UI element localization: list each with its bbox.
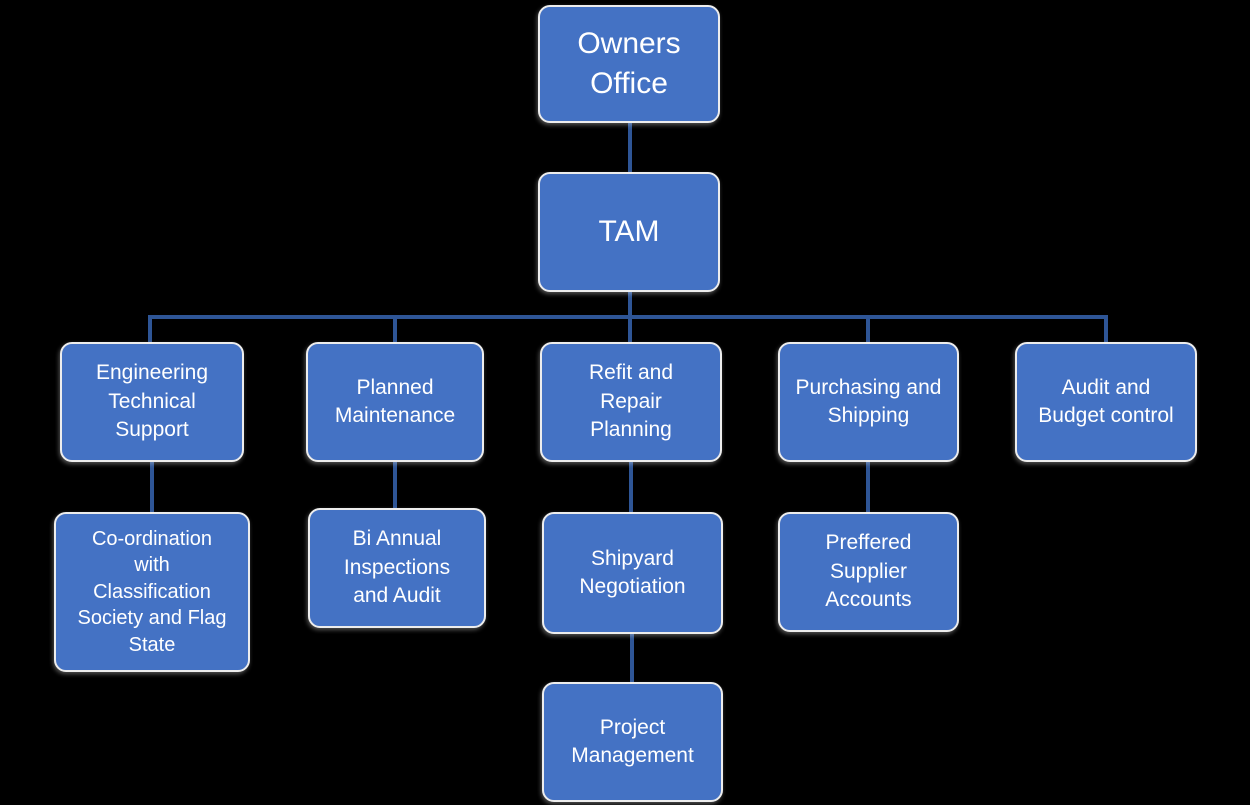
node-project-label: Project Management: [571, 715, 694, 767]
node-tam-label: TAM: [598, 214, 660, 248]
node-engineering-technical-support: Engineering Technical Support: [60, 342, 244, 462]
connector-bus-engineering: [148, 315, 152, 342]
connector-planned-biannual: [393, 462, 397, 508]
node-owners-office-label: Owners Office: [577, 26, 681, 101]
node-coordination-classification: Co-ordination with Classification Societ…: [54, 512, 250, 672]
node-preffered-label: Preffered Supplier Accounts: [825, 531, 912, 612]
node-engineering-label: Engineering Technical Support: [95, 361, 209, 442]
node-bi-annual-label: Bi Annual Inspections and Audit: [343, 527, 451, 608]
node-owners-office: Owners Office: [538, 5, 720, 123]
connector-bus-planned: [393, 315, 397, 342]
node-bi-annual-inspections: Bi Annual Inspections and Audit: [308, 508, 486, 628]
node-audit-label: Audit and Budget control: [1038, 375, 1174, 427]
connector-owners-tam: [628, 123, 632, 172]
connector-bus-audit: [1104, 315, 1108, 342]
node-refit-repair-planning: Refit and Repair Planning: [540, 342, 722, 462]
connector-bus-purchasing: [866, 315, 870, 342]
connector-shipyard-project: [630, 634, 634, 682]
node-planned-label: Planned Maintenance: [334, 375, 456, 427]
node-purchasing-shipping: Purchasing and Shipping: [778, 342, 959, 462]
node-audit-budget-control: Audit and Budget control: [1015, 342, 1197, 462]
node-refit-label: Refit and Repair Planning: [588, 361, 674, 442]
node-coordination-label: Co-ordination with Classification Societ…: [77, 528, 227, 656]
node-planned-maintenance: Planned Maintenance: [306, 342, 484, 462]
connector-purchasing-preffered: [866, 462, 870, 512]
connector-engineering-coordination: [150, 462, 154, 512]
node-tam: TAM: [538, 172, 720, 292]
connector-refit-shipyard: [629, 462, 633, 512]
node-project-management: Project Management: [542, 682, 723, 802]
connector-bus-horizontal: [148, 315, 1108, 319]
node-preffered-supplier-accounts: Preffered Supplier Accounts: [778, 512, 959, 632]
node-shipyard-negotiation: Shipyard Negotiation: [542, 512, 723, 634]
node-shipyard-label: Shipyard Negotiation: [579, 546, 686, 598]
node-purchasing-label: Purchasing and Shipping: [795, 375, 942, 427]
